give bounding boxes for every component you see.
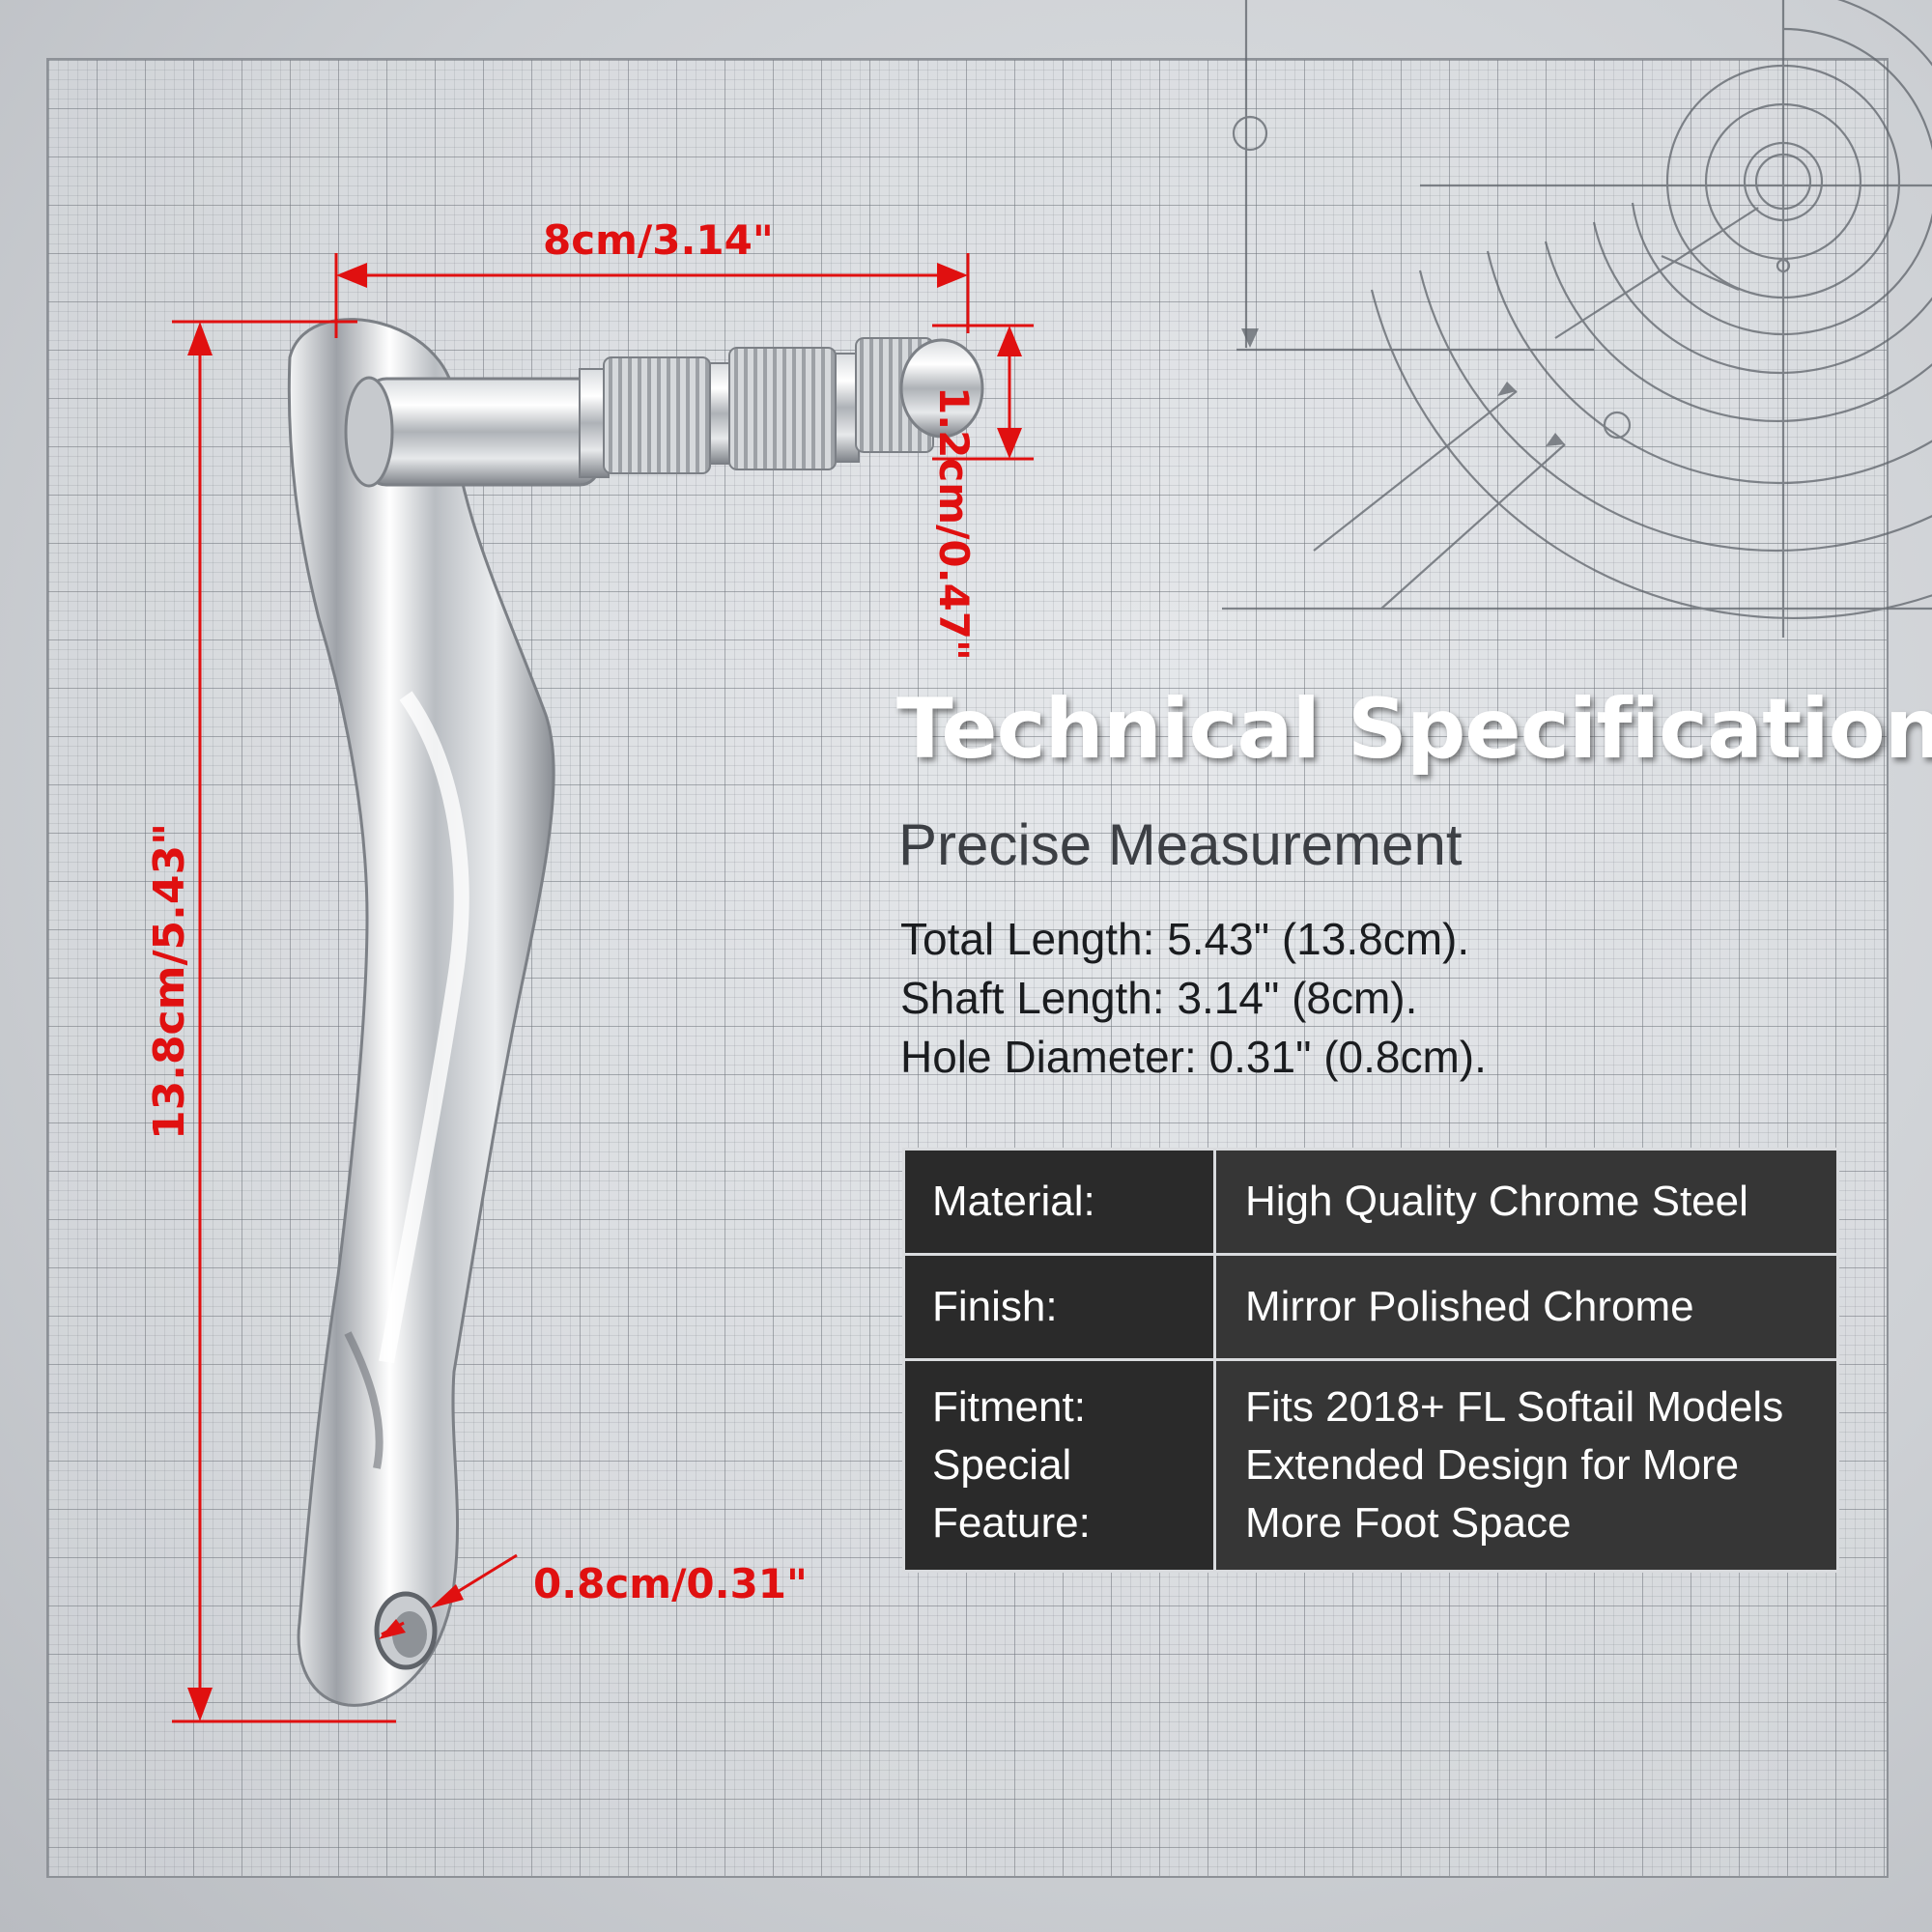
spec-key: Material: [902,1148,1216,1256]
spec-summary: Total Length: 5.43" (13.8cm). Shaft Leng… [900,910,1487,1087]
spec-value-line: Extended Design for More [1245,1441,1740,1489]
spec-title: Technical Specifications [896,681,1932,778]
spec-value: Mirror Polished Chrome [1213,1253,1839,1361]
spec-table: Material: High Quality Chrome Steel Fini… [902,1148,1839,1573]
total-length-label: 13.8cm/5.43" [145,822,194,1140]
spec-value-line: Fits 2018+ FL Softail Models [1245,1383,1784,1431]
spec-subtitle: Precise Measurement [898,812,1463,877]
spec-key-line: Fitment: [932,1383,1086,1431]
table-row: Fitment: Special Feature: Fits 2018+ FL … [902,1358,1839,1573]
spec-line: Total Length: 5.43" (13.8cm). [900,914,1470,964]
shaft-length-label: 8cm/3.14" [543,216,774,264]
spec-line: Hole Diameter: 0.31" (0.8cm). [900,1032,1487,1082]
spec-key: Finish: [902,1253,1216,1361]
hole-diameter-label: 0.8cm/0.31" [533,1560,808,1607]
spec-key: Fitment: Special Feature: [902,1358,1216,1573]
spec-line: Shaft Length: 3.14" (8cm). [900,973,1418,1023]
table-row: Material: High Quality Chrome Steel [902,1148,1839,1256]
spec-value: Fits 2018+ FL Softail Models Extended De… [1213,1358,1839,1573]
spec-value: High Quality Chrome Steel [1213,1148,1839,1256]
spec-key-line: Special [932,1441,1072,1489]
shaft-diameter-label: 1.2cm/0.47" [930,386,978,661]
table-row: Finish: Mirror Polished Chrome [902,1253,1839,1361]
spec-key-line: Feature: [932,1499,1091,1547]
spec-value-line: More Foot Space [1245,1499,1572,1547]
